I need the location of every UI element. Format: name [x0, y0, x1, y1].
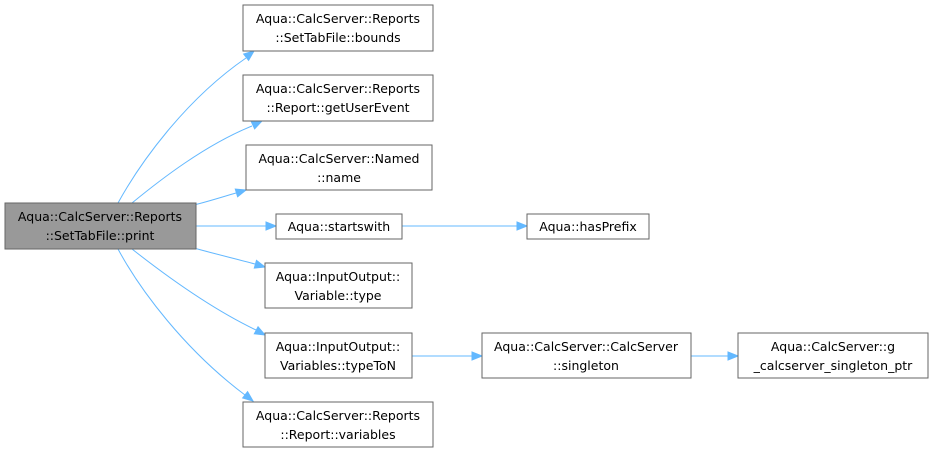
edges [117, 50, 740, 402]
node-label-singleton-1: Aqua::CalcServer::CalcServer [494, 339, 679, 354]
node-box-bounds [242, 4, 434, 52]
node-bounds[interactable]: Aqua::CalcServer::Reports ::SetTabFile::… [242, 4, 434, 52]
node-label-g-ptr-2: _calcserver_singleton_ptr [753, 358, 914, 373]
arrowhead-singleton-to-g_ptr [727, 351, 740, 361]
arrowhead-root-to-type [253, 259, 267, 269]
edge-root-to-type [193, 247, 256, 265]
node-label-type-to-n-2: Variables::typeToN [280, 358, 396, 373]
node-label-bounds-1: Aqua::CalcServer::Reports [256, 11, 420, 26]
arrowhead-root-to-variables [241, 390, 255, 402]
node-label-g-ptr-1: Aqua::CalcServer::g [771, 339, 895, 354]
node-box-type-to-n [264, 332, 413, 379]
node-label-type-1: Aqua::InputOutput:: [276, 269, 400, 284]
edge-root-to-bounds [117, 57, 247, 204]
node-box-type [264, 262, 413, 309]
node-type-to-n[interactable]: Aqua::InputOutput:: Variables::typeToN [264, 332, 413, 379]
node-label-type-to-n-1: Aqua::InputOutput:: [276, 339, 400, 354]
node-has-prefix[interactable]: Aqua::hasPrefix [526, 213, 650, 240]
node-box-singleton [481, 332, 692, 379]
node-box-name [245, 144, 433, 191]
node-label-root-1: Aqua::CalcServer::Reports [18, 209, 182, 224]
node-label-get-user-event-2: ::Report::getUserEvent [266, 100, 409, 115]
arrowhead-typeToN-to-singleton [471, 351, 484, 361]
node-variables[interactable]: Aqua::CalcServer::Reports ::Report::vari… [242, 401, 434, 448]
edge-root-to-name [193, 192, 237, 206]
arrowhead-root-to-bounds [242, 50, 256, 62]
node-label-startswith: Aqua::startswith [288, 219, 390, 234]
node-box-get-user-event [242, 74, 434, 122]
node-startswith[interactable]: Aqua::startswith [275, 213, 403, 240]
node-box-startswith [275, 213, 403, 240]
node-type[interactable]: Aqua::InputOutput:: Variable::type [264, 262, 413, 309]
node-g-calcserver-singleton-ptr[interactable]: Aqua::CalcServer::g _calcserver_singleto… [737, 332, 929, 379]
node-label-has-prefix: Aqua::hasPrefix [539, 219, 637, 234]
node-label-singleton-2: ::singleton [553, 358, 619, 373]
node-box-has-prefix [526, 213, 650, 240]
arrowhead-root-to-typeToN [253, 325, 267, 336]
node-root[interactable]: Aqua::CalcServer::Reports ::SetTabFile::… [4, 202, 197, 250]
node-get-user-event[interactable]: Aqua::CalcServer::Reports ::Report::getU… [242, 74, 434, 122]
node-label-root-2: ::SetTabFile::print [46, 228, 155, 243]
node-box-variables [242, 401, 434, 448]
node-box-root [4, 202, 197, 250]
node-box-g-calcserver-singleton-ptr [737, 332, 929, 379]
edge-root-to-variables [117, 248, 246, 396]
edge-root-to-typeToN [131, 248, 257, 331]
edge-root-to-getUserEvent [131, 125, 253, 204]
node-label-variables-1: Aqua::CalcServer::Reports [256, 408, 420, 423]
node-label-bounds-2: ::SetTabFile::bounds [275, 30, 400, 45]
arrowhead-root-to-name [234, 188, 248, 198]
node-label-name-1: Aqua::CalcServer::Named [258, 151, 419, 166]
arrowhead-startswith-to-hasPrefix [516, 221, 529, 231]
node-label-variables-2: ::Report::variables [280, 427, 395, 442]
node-singleton[interactable]: Aqua::CalcServer::CalcServer ::singleton [481, 332, 692, 379]
node-label-get-user-event-1: Aqua::CalcServer::Reports [256, 81, 420, 96]
arrowhead-root-to-startswith [265, 221, 278, 231]
node-name[interactable]: Aqua::CalcServer::Named ::name [245, 144, 433, 191]
node-label-name-2: ::name [317, 170, 361, 185]
node-label-type-2: Variable::type [295, 288, 382, 303]
